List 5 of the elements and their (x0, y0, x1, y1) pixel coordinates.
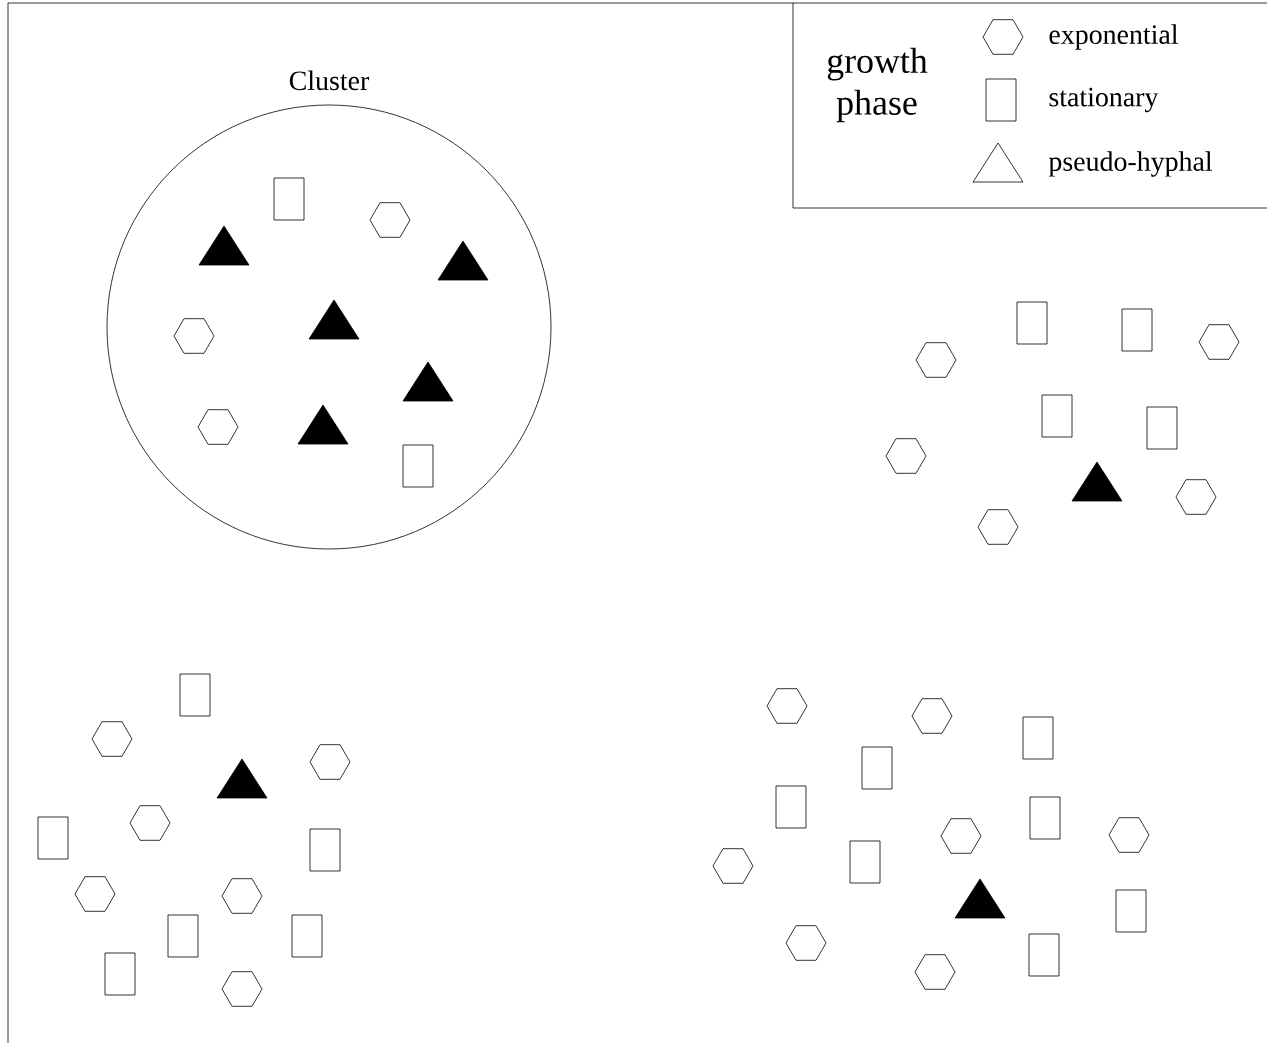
legend-title: growth phase (827, 47, 928, 123)
legend-label: pseudo-hyphal (1048, 151, 1213, 177)
legend-label: exponential (1049, 24, 1178, 50)
legend-label: stationary (1049, 87, 1159, 113)
node-label: Cluster (289, 70, 370, 91)
